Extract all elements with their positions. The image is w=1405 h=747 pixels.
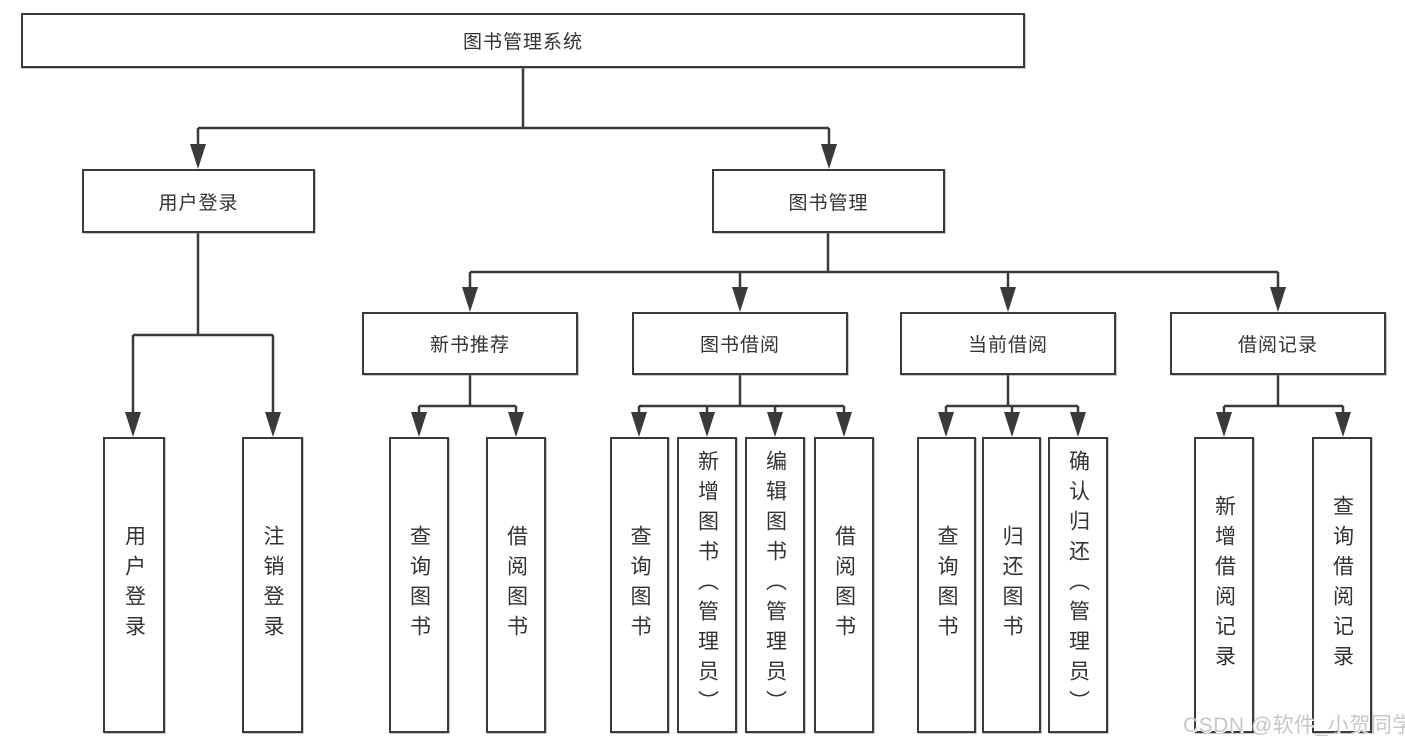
node-leaf-query-borrow-record: 查询借阅记录 xyxy=(1312,437,1372,733)
arrowhead-icon xyxy=(125,412,141,437)
node-user-login-label: 用户登录 xyxy=(158,192,239,214)
node-leaf-query-books-1-label: 查询图书 xyxy=(407,525,431,645)
node-borrowing-records: 借阅记录 xyxy=(1170,312,1386,375)
node-leaf-edit-books-admin: 编辑图书（管理员） xyxy=(745,437,805,733)
node-leaf-logout-label: 注销登录 xyxy=(261,525,284,645)
arrowhead-icon xyxy=(508,412,524,437)
node-book-borrowing-label: 图书借阅 xyxy=(699,335,780,356)
arrowhead-icon xyxy=(1004,412,1020,437)
arrowhead-icon xyxy=(938,412,954,437)
node-book-management-label: 图书管理 xyxy=(788,192,869,214)
node-leaf-borrow-books-1-label: 借阅图书 xyxy=(504,525,528,645)
node-leaf-query-books-1: 查询图书 xyxy=(389,437,449,733)
node-leaf-return-books: 归还图书 xyxy=(982,437,1041,733)
node-leaf-add-books-admin-label: 新增图书（管理员） xyxy=(695,450,719,720)
node-leaf-confirm-return-admin: 确认归还（管理员） xyxy=(1048,437,1108,733)
node-new-book-recommend-label: 新书推荐 xyxy=(429,335,510,356)
edge-borrow-to-leaves xyxy=(637,375,846,418)
node-leaf-query-books-2: 查询图书 xyxy=(610,437,669,733)
edge-current-to-leaves xyxy=(944,375,1080,418)
arrowhead-icon xyxy=(767,412,783,437)
arrowhead-icon xyxy=(190,144,206,169)
node-leaf-logout: 注销登录 xyxy=(242,437,303,733)
arrowhead-icon xyxy=(1216,412,1232,437)
node-current-borrowing: 当前借阅 xyxy=(900,312,1116,375)
watermark: CSDN @软件_小贺同学 xyxy=(1183,714,1405,737)
node-root: 图书管理系统 xyxy=(21,13,1025,68)
node-root-label: 图书管理系统 xyxy=(462,32,583,53)
arrowhead-icon xyxy=(265,412,281,437)
node-leaf-edit-books-admin-label: 编辑图书（管理员） xyxy=(763,450,787,720)
arrowhead-icon xyxy=(631,412,647,437)
node-leaf-add-borrow-record-label: 新增借阅记录 xyxy=(1212,495,1236,675)
node-leaf-query-books-3-label: 查询图书 xyxy=(935,525,958,645)
arrowhead-icon xyxy=(462,287,478,312)
node-leaf-add-borrow-record: 新增借阅记录 xyxy=(1194,437,1254,733)
edge-records-to-leaves xyxy=(1222,375,1345,418)
arrowhead-icon xyxy=(732,287,748,312)
arrowhead-icon xyxy=(1000,287,1016,312)
node-book-management: 图书管理 xyxy=(712,169,945,233)
node-leaf-add-books-admin: 新增图书（管理员） xyxy=(677,437,737,733)
node-leaf-query-books-3: 查询图书 xyxy=(917,437,976,733)
edge-newbook-to-leaves xyxy=(417,375,518,418)
edge-bookmgmt-to-level3 xyxy=(468,233,1280,293)
node-borrowing-records-label: 借阅记录 xyxy=(1237,335,1318,356)
node-leaf-borrow-books-2-label: 借阅图书 xyxy=(832,525,856,645)
node-leaf-return-books-label: 归还图书 xyxy=(1000,525,1023,645)
node-leaf-confirm-return-admin-label: 确认归还（管理员） xyxy=(1066,450,1090,720)
arrowhead-icon xyxy=(1335,412,1351,437)
node-leaf-user-login-label: 用户登录 xyxy=(122,525,146,645)
edge-userlogin-to-leaves xyxy=(131,233,275,418)
node-leaf-borrow-books-2: 借阅图书 xyxy=(814,437,874,733)
node-leaf-borrow-books-1: 借阅图书 xyxy=(486,437,546,733)
arrowhead-icon xyxy=(699,412,715,437)
arrowhead-icon xyxy=(1070,412,1086,437)
node-user-login: 用户登录 xyxy=(82,169,315,233)
arrowhead-icon xyxy=(1270,287,1286,312)
node-leaf-query-books-2-label: 查询图书 xyxy=(628,525,651,645)
edge-root-to-level2 xyxy=(196,68,831,152)
node-leaf-user-login: 用户登录 xyxy=(103,437,165,733)
arrowhead-icon xyxy=(821,144,837,169)
arrowhead-icon xyxy=(411,412,427,437)
arrowhead-icon xyxy=(836,412,852,437)
arrowheads xyxy=(125,144,1351,437)
node-leaf-query-borrow-record-label: 查询借阅记录 xyxy=(1330,495,1354,675)
node-new-book-recommend: 新书推荐 xyxy=(362,312,578,375)
node-current-borrowing-label: 当前借阅 xyxy=(967,335,1048,356)
node-book-borrowing: 图书借阅 xyxy=(632,312,848,375)
